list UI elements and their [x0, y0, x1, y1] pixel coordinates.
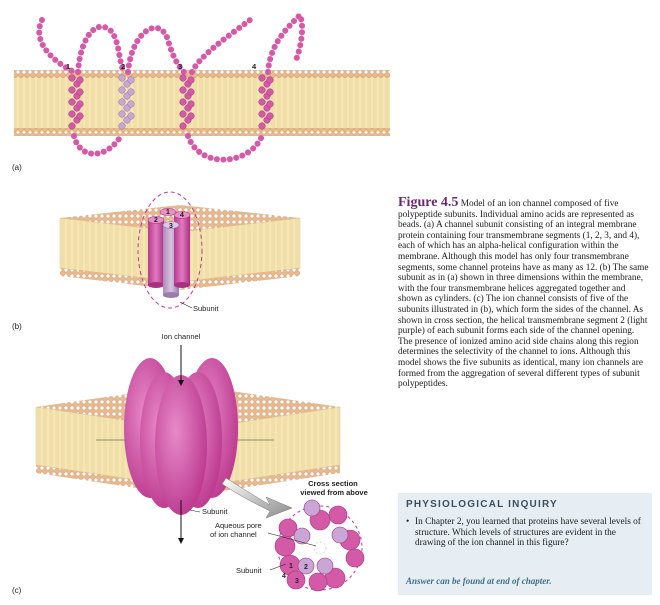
cross-number-1: 1 [289, 563, 293, 570]
cross-number-3: 3 [295, 578, 299, 585]
caption-text: Model of an ion channel composed of five… [398, 199, 649, 390]
panel-a-loops [36, 9, 306, 163]
panel-b-subunit [137, 191, 203, 309]
panel-b-letter: (b) [12, 322, 22, 331]
segment-label-1: 1 [66, 62, 70, 71]
panel-c-subunit-label-2: Subunit [236, 566, 262, 575]
panel-a-helices [68, 74, 274, 130]
cross-section-label: Cross section viewed from above [300, 479, 368, 497]
ion-channel-label: Ion channel [162, 332, 201, 341]
panel-b-subunit-label: Subunit [193, 304, 219, 313]
inquiry-question: In Chapter 2, you learned that proteins … [406, 517, 642, 549]
physiological-inquiry-box: PHYSIOLOGICAL INQUIRY In Chapter 2, you … [398, 493, 652, 595]
helix-label-3: 3 [169, 223, 173, 230]
aqueous-pore-label: Aqueous pore of ion channel [210, 521, 264, 539]
segment-label-2: 2 [121, 62, 125, 71]
cross-section-arrow [221, 477, 293, 519]
segment-label-3: 3 [178, 62, 182, 71]
panel-c-subunit-label-1: Subunit [202, 507, 228, 516]
panel-a-labels: 1 2 3 4 [66, 62, 257, 71]
helix-label-4: 4 [180, 212, 184, 219]
answer-note: Answer can be found at end of chapter. [406, 576, 552, 586]
inquiry-title: PHYSIOLOGICAL INQUIRY [406, 499, 558, 510]
segment-label-4: 4 [252, 62, 257, 71]
cross-section-numbers: 1 2 3 4 [282, 563, 308, 585]
panel-b-helix-labels: 1 2 3 4 [154, 209, 184, 230]
helix-label-1: 1 [166, 209, 170, 216]
figure-number: Figure 4.5 [398, 195, 459, 210]
cross-section-view [274, 499, 365, 592]
helix-label-2: 2 [154, 217, 158, 224]
figure-caption: Figure 4.5 Model of an ion channel compo… [398, 195, 650, 390]
inquiry-list: In Chapter 2, you learned that proteins … [406, 517, 642, 549]
panel-a-letter: (a) [12, 163, 22, 172]
panel-c-letter: (c) [12, 586, 22, 595]
cross-number-2: 2 [304, 564, 308, 571]
panel-c-ion-channel [124, 358, 238, 515]
cross-number-4: 4 [282, 573, 286, 580]
